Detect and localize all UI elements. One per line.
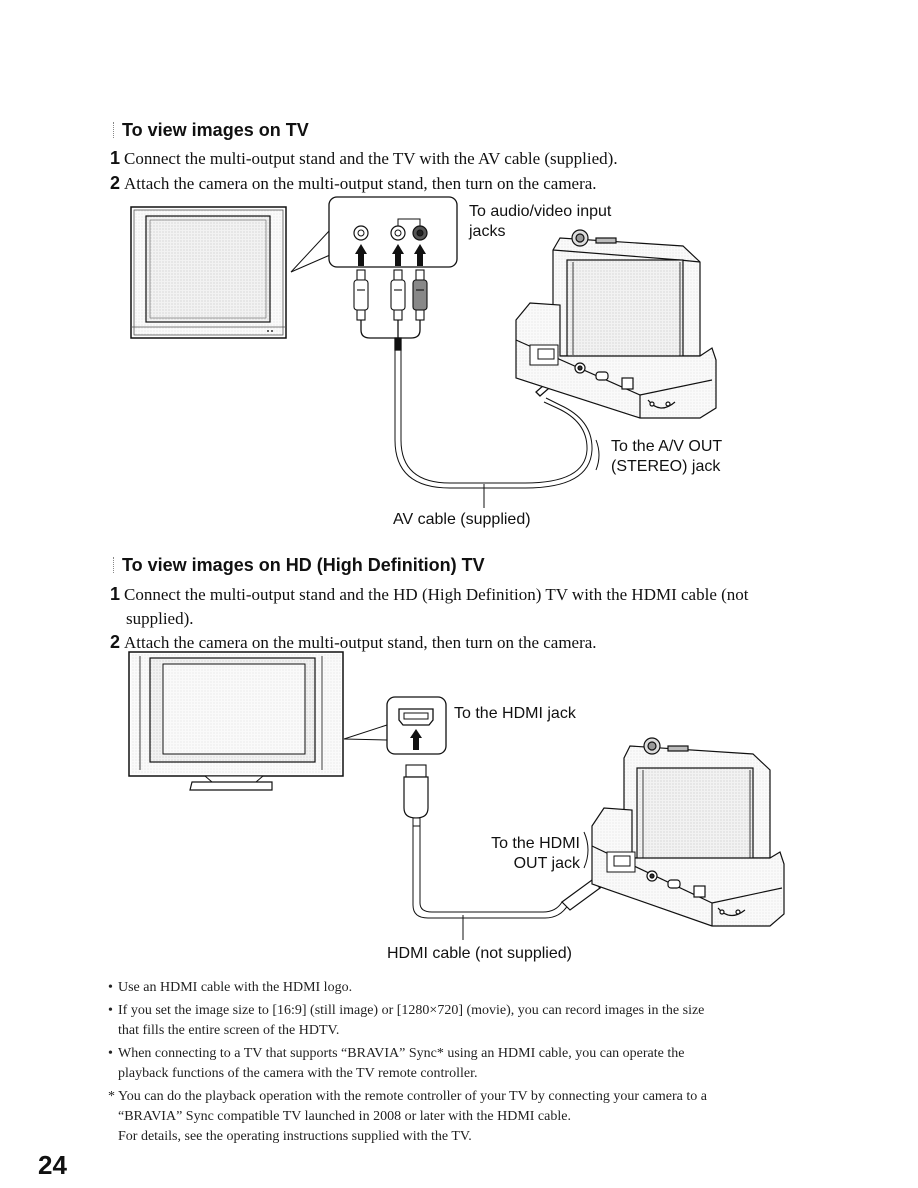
- note-item: • When connecting to a TV that supports …: [108, 1044, 818, 1084]
- av-cable-label: AV cable (supplied): [393, 511, 531, 528]
- multi-output-stand-camera: [515, 229, 717, 419]
- hdmi-jack-callout: [343, 696, 447, 755]
- label-line: jacks: [469, 223, 506, 240]
- step-text: Connect the multi-output stand and the T…: [124, 149, 618, 168]
- multi-output-stand-camera-hd: [591, 737, 785, 927]
- label-line: To the A/V OUT: [611, 438, 723, 455]
- arrow-up-icon: [355, 244, 426, 266]
- step-number: 1: [110, 148, 121, 168]
- note-text: For details, see the operating instructi…: [118, 1129, 472, 1144]
- hdmi-out-label: To the HDMI OUT jack: [470, 834, 580, 874]
- label-line: (STEREO) jack: [611, 458, 721, 475]
- step-number: 1: [110, 584, 121, 604]
- step-number: 2: [110, 173, 121, 193]
- arrow-up-icon: [410, 729, 422, 738]
- heading-marker-icon: [113, 557, 118, 573]
- section-title: To view images on TV: [122, 120, 309, 140]
- section-heading-tv: To view images on TV: [113, 120, 309, 141]
- note-item: • Use an HDMI cable with the HDMI logo.: [108, 978, 818, 998]
- note-item: • If you set the image size to [16:9] (s…: [108, 1001, 818, 1041]
- av-cable-plugs: [353, 269, 428, 321]
- note-text: If you set the image size to [16:9] (sti…: [118, 1003, 705, 1018]
- note-text: When connecting to a TV that supports “B…: [118, 1046, 685, 1061]
- section-title: To view images on HD (High Definition) T…: [122, 555, 485, 575]
- note-text: You can do the playback operation with t…: [118, 1089, 707, 1104]
- hdmi-jack-label: To the HDMI jack: [454, 705, 576, 722]
- input-jacks-label: To audio/video input jacks: [469, 202, 611, 242]
- bullet: •: [108, 1046, 113, 1061]
- note-text: Use an HDMI cable with the HDMI logo.: [118, 980, 353, 995]
- hdmi-cable-label: HDMI cable (not supplied): [387, 945, 572, 962]
- label-line: To audio/video input: [469, 203, 612, 220]
- bullet: •: [108, 980, 113, 995]
- heading-marker-icon: [113, 122, 118, 138]
- tv-icon: [130, 206, 287, 339]
- step-text: Attach the camera on the multi-output st…: [124, 633, 597, 652]
- note-text: that fills the entire screen of the HDTV…: [118, 1023, 340, 1038]
- step-number: 2: [110, 632, 121, 652]
- note-text: playback functions of the camera with th…: [118, 1066, 478, 1081]
- step-text-continued: supplied).: [126, 609, 194, 628]
- footnote: * You can do the playback operation with…: [108, 1087, 818, 1147]
- av-out-label: To the A/V OUT (STEREO) jack: [611, 437, 722, 477]
- bullet: •: [108, 1003, 113, 1018]
- note-text: “BRAVIA” Sync compatible TV launched in …: [118, 1109, 571, 1124]
- label-line: OUT jack: [513, 855, 580, 872]
- hd-tv-icon: [128, 651, 344, 791]
- page-number: 24: [38, 1150, 67, 1180]
- asterisk: *: [108, 1089, 115, 1104]
- step-text: Connect the multi-output stand and the H…: [124, 585, 749, 604]
- step-text: Attach the camera on the multi-output st…: [124, 174, 597, 193]
- label-line: To the HDMI: [491, 835, 580, 852]
- input-jacks-callout: [290, 196, 458, 273]
- section-heading-hdtv: To view images on HD (High Definition) T…: [113, 555, 485, 576]
